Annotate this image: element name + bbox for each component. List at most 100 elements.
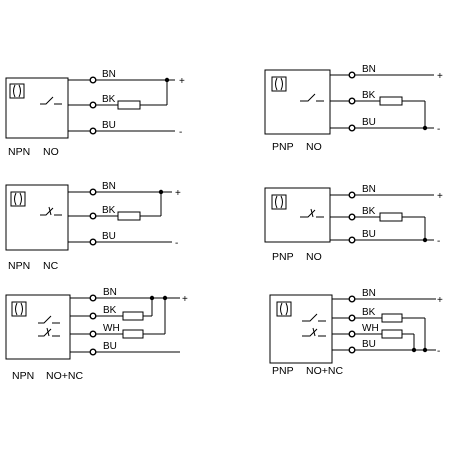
terminal-bu [348, 346, 356, 354]
terminal-bk [89, 101, 97, 109]
caption-type: PNP [272, 141, 294, 153]
terminal-bn [89, 76, 97, 84]
load-resistor-bk [122, 311, 144, 321]
positive-sign: + [179, 76, 185, 87]
caption-type: PNP [272, 365, 294, 377]
caption-type: NPN [8, 260, 31, 272]
load-resistor [379, 96, 403, 106]
terminal-wh [348, 330, 356, 338]
terminal-bn [89, 294, 97, 302]
terminal-bk [348, 314, 356, 322]
load-resistor-wh [122, 329, 144, 339]
caption-mode: NO+NC [46, 370, 84, 382]
negative-sign: - [175, 238, 178, 249]
load-resistor [117, 100, 141, 110]
terminal-bk [89, 212, 97, 220]
caption-mode: NO [306, 251, 322, 263]
sensor-body [264, 69, 331, 135]
terminal-bu [89, 127, 97, 135]
panel-npn-no-nc: BN BK WH BU + [5, 287, 188, 360]
terminal-bu [89, 238, 97, 246]
terminal-bn [348, 295, 356, 303]
caption-type: PNP [272, 251, 294, 263]
junction-dot [162, 295, 168, 301]
junction-dot [158, 189, 164, 195]
panel-npn-nc: BN BK BU + - [5, 181, 181, 251]
wire-label-bn: BN [103, 287, 117, 298]
sensor-body [5, 77, 69, 139]
sensor-face-icon [10, 191, 26, 207]
switch-nc-contact [38, 327, 60, 337]
switch-no-contact [302, 313, 326, 322]
positive-sign: + [175, 188, 181, 199]
wire-label-bk: BK [102, 205, 116, 216]
wire-label-bn: BN [102, 181, 116, 192]
negative-sign: - [437, 124, 440, 135]
terminal-bk [348, 213, 356, 221]
sensor-face-icon [271, 194, 287, 210]
terminal-bn [348, 71, 356, 79]
panel-pnp-no-nc: BN BK WH BU + - [269, 288, 443, 364]
wire-label-wh: WH [103, 323, 120, 334]
panel-npn-no: BN BK BU + - [5, 69, 185, 139]
switch-nc-contact [300, 208, 324, 218]
caption-type: NPN [12, 370, 35, 382]
wire-label-bu: BU [102, 120, 116, 131]
caption-type: NPN [8, 146, 31, 158]
sensor-body [5, 294, 71, 360]
terminal-bk [348, 97, 356, 105]
wire-label-bk: BK [102, 94, 116, 105]
terminal-bu [348, 236, 356, 244]
negative-sign: - [179, 127, 182, 138]
caption-mode: NC [43, 260, 59, 272]
terminal-bu [348, 124, 356, 132]
wire-label-bu: BU [362, 339, 376, 350]
sensor-body [5, 184, 69, 251]
wire-label-bk: BK [362, 90, 376, 101]
wire-label-bn: BN [102, 69, 116, 80]
panel-pnp-no-2: BN BK BU + - [264, 184, 443, 247]
caption-mode: NO [43, 146, 59, 158]
switch-no-contact [38, 315, 60, 324]
positive-sign: + [437, 191, 443, 202]
sensor-body [264, 187, 331, 243]
load-resistor [379, 212, 403, 222]
load-resistor-bk [381, 313, 403, 323]
wire-label-bn: BN [362, 184, 376, 195]
panel-pnp-no: BN BK BU + - [264, 64, 443, 135]
sensor-face-icon [9, 83, 25, 99]
positive-sign: + [437, 71, 443, 82]
terminal-bu [89, 348, 97, 356]
wire-label-wh: WH [362, 323, 379, 334]
sensor-face-icon [276, 301, 292, 317]
terminal-wh [89, 330, 97, 338]
wire-label-bk: BK [103, 305, 117, 316]
wire-label-bu: BU [102, 231, 116, 242]
sensor-face-icon [271, 76, 287, 92]
caption-mode: NO+NC [306, 365, 344, 377]
switch-nc-contact [40, 206, 62, 216]
caption-mode: NO [306, 141, 322, 153]
wire-label-bn: BN [362, 64, 376, 75]
wire-label-bu: BU [103, 341, 117, 352]
switch-no-contact [40, 96, 62, 105]
terminal-bn [348, 191, 356, 199]
negative-sign: - [437, 236, 440, 247]
negative-sign: - [437, 346, 440, 357]
wire-label-bk: BK [362, 307, 376, 318]
junction-dot [164, 77, 170, 83]
wire-label-bn: BN [362, 288, 376, 299]
sensor-face-icon [11, 301, 27, 317]
positive-sign: + [437, 295, 443, 306]
load-resistor-wh [381, 329, 403, 339]
terminal-bn [89, 188, 97, 196]
sensor-body [269, 294, 333, 364]
wire-label-bu: BU [362, 229, 376, 240]
wire-label-bk: BK [362, 206, 376, 217]
terminal-bk [89, 312, 97, 320]
positive-sign: + [182, 294, 188, 305]
junction-dot [149, 295, 155, 301]
switch-no-contact [300, 93, 324, 102]
wire-label-bu: BU [362, 117, 376, 128]
